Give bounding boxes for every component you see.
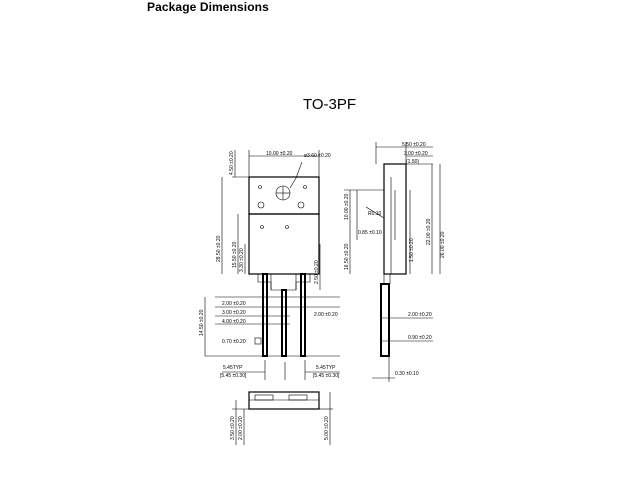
tab-outline: [248, 176, 320, 215]
dim-hole-diameter: ø3.60 ±0.20: [304, 153, 331, 159]
lead-2: [281, 289, 287, 357]
ejector-mark-left: [257, 201, 265, 209]
dim-hole-offset: 3.30 ±0.20: [239, 248, 245, 272]
dim-bottom-height-2: 2.00 ±0.20: [238, 416, 244, 440]
dim-side-pin-2: 0.90 ±0.20: [408, 335, 432, 341]
side-lead: [380, 283, 390, 357]
page-title: Package Dimensions: [147, 0, 269, 14]
ejector-mark-right: [297, 201, 305, 209]
side-body-outline: [383, 163, 407, 275]
front-dimensions: 10.00 ±0.20 ø3.60 ±0.20 4.50 ±0.20 28.50…: [199, 151, 340, 379]
dim-lead-length: 2.50 ±0.20: [314, 260, 320, 284]
front-view: [204, 150, 340, 380]
dim-side-height-2: 16.50 ±0.20: [344, 243, 350, 270]
dim-pitch-left-tol: [5.45 ±0.30]: [220, 373, 247, 379]
dim-side-pin: 2.00 ±0.20: [408, 312, 432, 318]
dim-side-height-1: 10.00 ±0.20: [344, 193, 350, 220]
dim-pin-width-1: 2.00 ±0.20: [222, 301, 246, 307]
bottom-dimensions: 3.50 ±0.20 2.00 ±0.20 5.00 ±0.20: [230, 416, 330, 440]
dim-pin-thickness: 0.70 ±0.20: [222, 339, 246, 345]
dim-total-height: 28.50 ±0.20: [216, 235, 222, 262]
bottom-body-outline: [248, 391, 320, 410]
dim-pitch-right: 5.45TYP: [316, 365, 336, 371]
dim-side-lead: 1.50 ±0.20: [409, 238, 415, 262]
dim-body-height: 15.50 ±0.20: [232, 241, 238, 268]
dim-side-thickness-ref: (1.50): [406, 159, 419, 165]
dim-side-width: 5.50 ±0.20: [402, 142, 426, 148]
dim-top-width: 10.00 ±0.20: [266, 151, 293, 157]
dim-pitch-left: 5.45TYP: [223, 365, 243, 371]
dim-lead-height: 14.50 ±0.20: [199, 309, 205, 336]
lead-1: [262, 273, 268, 357]
dim-side-radius: 0.85 ±0.10: [358, 230, 382, 236]
shoulder-outline: [257, 274, 311, 291]
side-dimensions: 5.50 ±0.20 3.00 ±0.20 (1.50) 10.00 ±0.20…: [344, 142, 446, 377]
dim-side-bottom: 0.30 ±0.10: [395, 371, 419, 377]
body-outline: [248, 213, 320, 275]
lead-3: [300, 273, 306, 357]
dim-bottom-height-1: 3.50 ±0.20: [230, 416, 236, 440]
dim-tab-height: 4.50 ±0.20: [229, 151, 235, 175]
bottom-view: [232, 391, 333, 445]
dim-pin-width-2: 3.00 ±0.20: [222, 310, 246, 316]
dim-side-thickness: 3.00 ±0.20: [404, 151, 428, 157]
dim-side-height-3: 22.00 ±0.20: [426, 218, 432, 245]
dim-side-height-4: 26.00 ±0.20: [440, 231, 446, 258]
dim-pin-width-3: 4.00 ±0.20: [222, 319, 246, 325]
dim-bottom-height-3: 5.00 ±0.20: [324, 416, 330, 440]
dim-lead-pitch-right: 2.00 ±0.20: [314, 312, 338, 318]
dim-side-angle: R0.10: [368, 211, 382, 217]
dim-pitch-right-tol: [5.45 ±0.30]: [313, 373, 340, 379]
package-name: TO-3PF: [303, 96, 357, 113]
side-view: [344, 142, 441, 382]
